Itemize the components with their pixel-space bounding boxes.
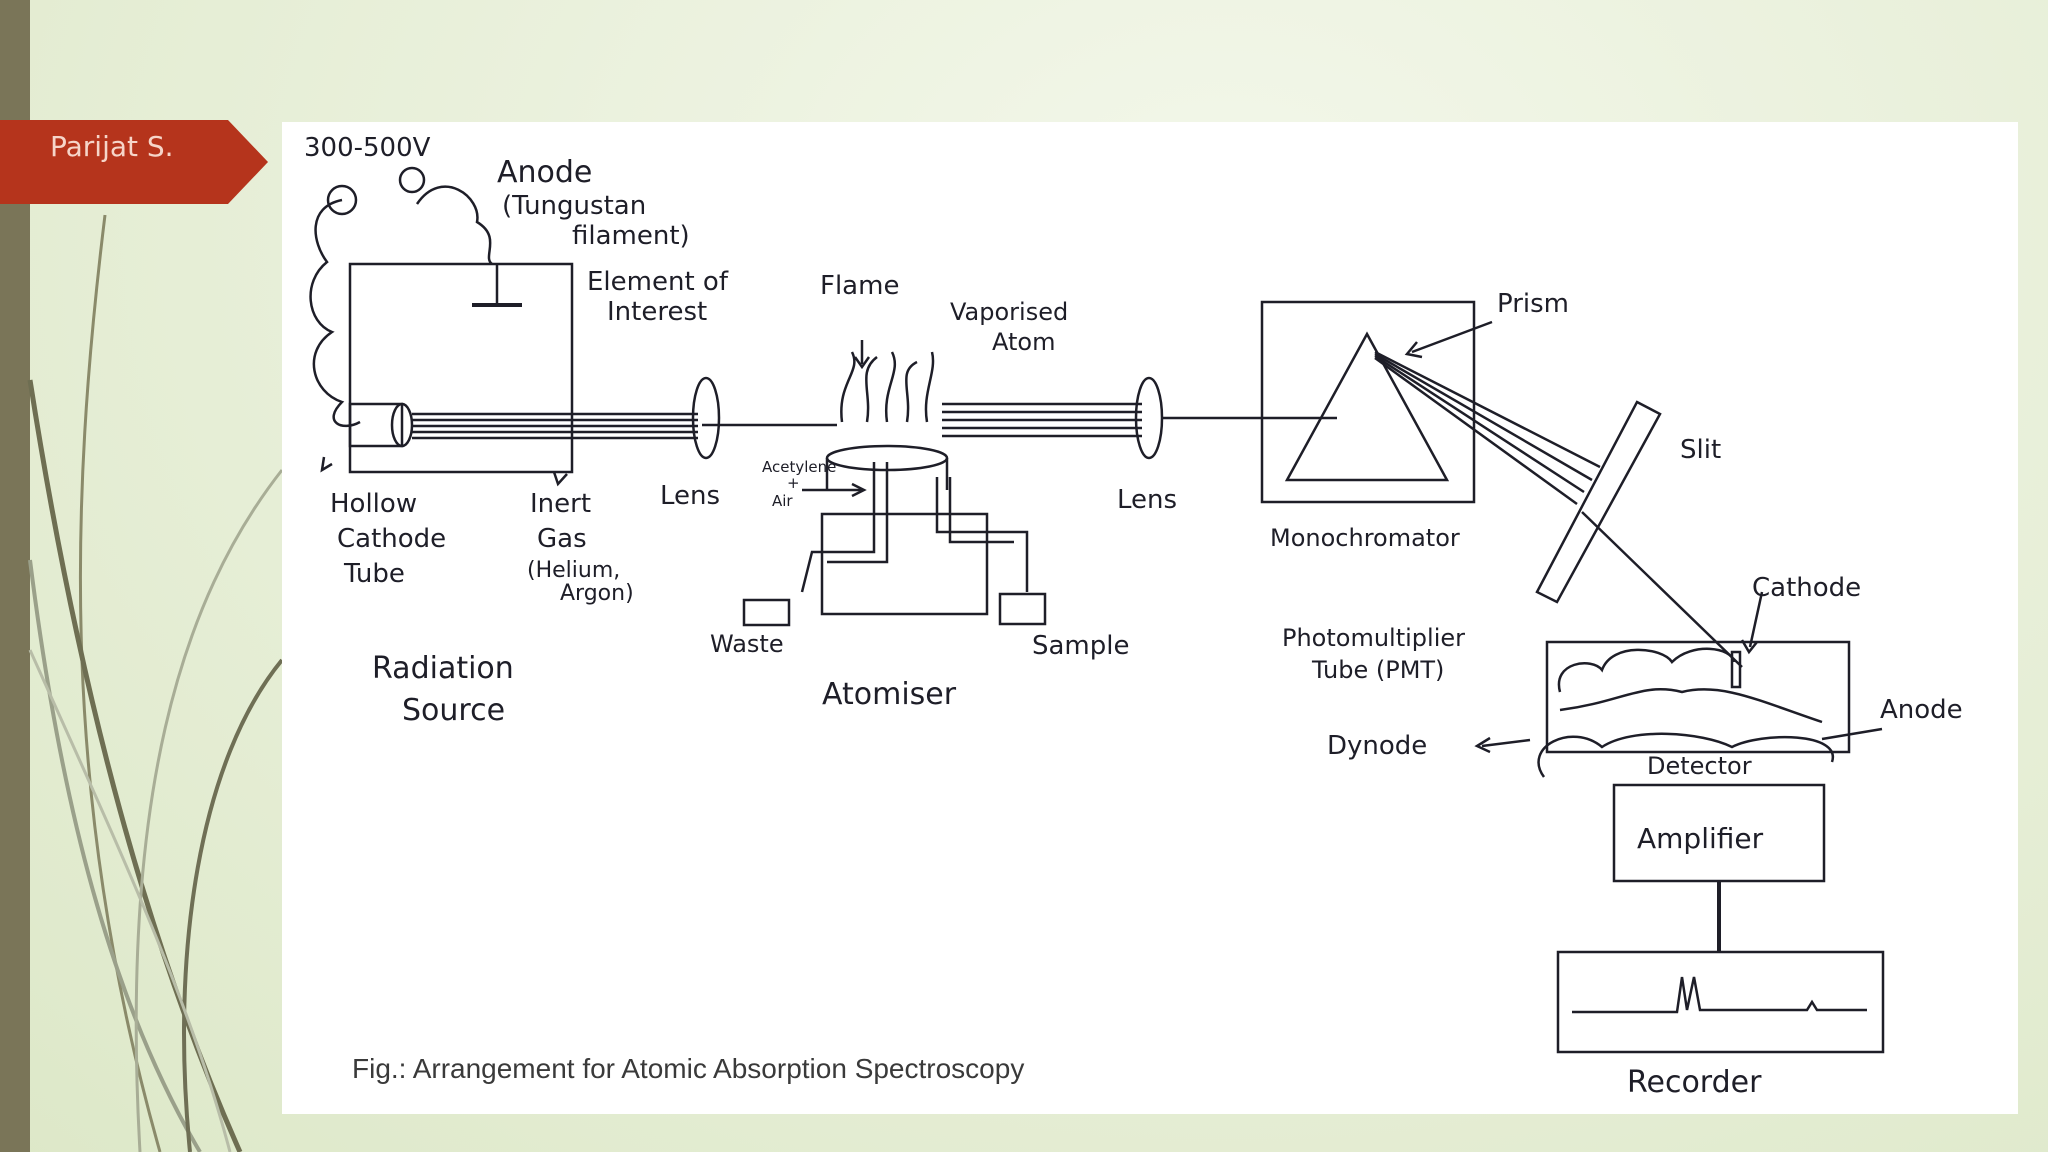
label-anode-top: Anode bbox=[497, 155, 592, 190]
label-plus: + bbox=[787, 474, 800, 492]
recorder-box bbox=[1556, 950, 1885, 1054]
label-inert: Inert bbox=[530, 489, 591, 519]
label-lens-2: Lens bbox=[1117, 485, 1177, 515]
label-dynode: Dynode bbox=[1327, 731, 1427, 761]
label-prism: Prism bbox=[1497, 289, 1569, 319]
label-anode-pmt: Anode bbox=[1880, 695, 1963, 725]
label-hollow: Hollow bbox=[330, 489, 417, 519]
source-box bbox=[348, 262, 574, 474]
label-slit: Slit bbox=[1680, 435, 1721, 465]
pmt-cathode bbox=[1730, 650, 1742, 689]
label-atomiser: Atomiser bbox=[822, 677, 957, 712]
figure-caption: Fig.: Arrangement for Atomic Absorption … bbox=[352, 1053, 1024, 1084]
lens-2 bbox=[1134, 376, 1164, 460]
minus-terminal bbox=[398, 166, 426, 194]
label-photomultiplier: Photomultiplier bbox=[1282, 624, 1465, 652]
label-voltage: 300-500V bbox=[304, 133, 431, 163]
label-filament: filament) bbox=[572, 221, 690, 251]
prism bbox=[1284, 331, 1450, 482]
label-gas: Gas bbox=[537, 524, 587, 554]
label-cathode: Cathode bbox=[337, 524, 446, 554]
label-interest: Interest bbox=[607, 297, 707, 327]
wire-right bbox=[415, 185, 493, 266]
wire-left bbox=[309, 198, 361, 428]
plus-terminal bbox=[326, 184, 358, 216]
label-argon: Argon) bbox=[560, 581, 634, 606]
label-tube: Tube bbox=[343, 559, 405, 589]
label-source: Source bbox=[402, 693, 505, 728]
label-recorder: Recorder bbox=[1627, 1065, 1762, 1100]
detector-box bbox=[1545, 640, 1851, 754]
label-air: Air bbox=[772, 492, 793, 510]
label-cathode-pmt: Cathode bbox=[1752, 573, 1861, 603]
label-sample: Sample bbox=[1032, 631, 1130, 661]
atomiser-body bbox=[820, 512, 989, 616]
flame bbox=[840, 351, 935, 423]
sample-beaker bbox=[998, 592, 1047, 626]
label-acetylene: Acetylene bbox=[762, 458, 836, 476]
recorder-trace bbox=[1572, 976, 1867, 1014]
label-flame: Flame bbox=[820, 271, 899, 301]
decorative-curves bbox=[27, 214, 284, 1152]
label-monochromator: Monochromator bbox=[1270, 524, 1460, 552]
label-waste: Waste bbox=[710, 630, 784, 658]
waste-beaker bbox=[742, 598, 791, 627]
label-radiation: Radiation bbox=[372, 651, 514, 686]
label-pmt-tube: Tube (PMT) bbox=[1311, 656, 1444, 684]
author-tag-shape bbox=[0, 120, 268, 204]
slit bbox=[1535, 400, 1662, 604]
label-vaporised: Vaporised bbox=[950, 298, 1068, 326]
label-helium: (Helium, bbox=[527, 558, 620, 583]
label-lens-1: Lens bbox=[660, 481, 720, 511]
label-element-of: Element of bbox=[587, 267, 729, 297]
author-tag: Parijat S. bbox=[50, 130, 174, 163]
aas-diagram: 300-500V Anode (Tungustan filament) Elem… bbox=[282, 122, 2018, 1114]
label-detector: Detector bbox=[1647, 752, 1752, 780]
label-amplifier: Amplifier bbox=[1637, 822, 1764, 855]
label-atom: Atom bbox=[992, 328, 1055, 356]
lens-1 bbox=[691, 376, 721, 460]
label-tungsten: (Tungustan bbox=[502, 191, 646, 221]
